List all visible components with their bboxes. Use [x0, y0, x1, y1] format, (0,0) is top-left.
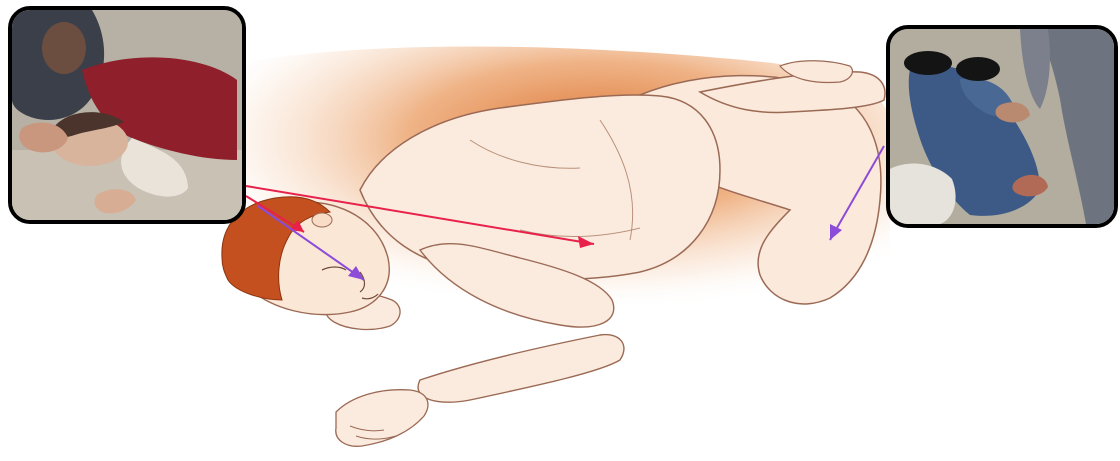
ear: [312, 213, 332, 227]
inset-photo-right: [886, 25, 1118, 228]
rescuer-bending-leg-photo: [890, 29, 1114, 224]
inset-photo-left: [8, 6, 246, 224]
rescuer-turning-head-photo: [12, 10, 242, 220]
